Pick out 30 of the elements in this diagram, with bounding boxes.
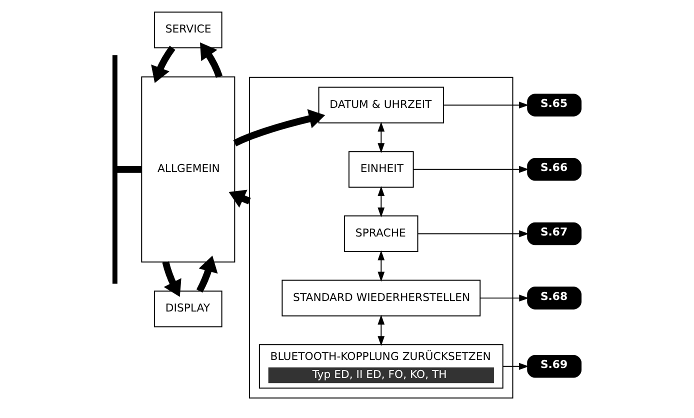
arrow [233,109,326,146]
node-box: SPRACHE [344,215,418,252]
node-box: EINHEIT [348,151,414,188]
node-bar [112,55,118,284]
node-box: ALLGEMEIN [141,76,236,262]
node-box: S.66 [527,158,582,181]
node-box: DISPLAY [154,290,222,328]
arrow [228,190,251,208]
node-box: S.67 [527,222,582,246]
arrow [443,102,529,109]
arrow [378,186,385,218]
arrow [162,261,182,297]
arrow [196,256,218,293]
cluster [249,76,514,398]
node-box: SERVICE [154,12,222,48]
arrow [200,42,223,78]
arrow [413,166,529,173]
arrow [480,294,530,302]
node-box: STANDARD WIEDERHERSTELLEN [282,280,481,316]
arrow [378,314,385,346]
node-box: DATUM & UHRZEIT [318,86,444,124]
connector [116,166,142,173]
arrow [418,230,530,238]
arrow [378,250,385,282]
node-box: S.68 [527,286,582,310]
arrow [502,362,529,370]
node-box: S.69 [527,354,582,378]
node-box: BLUETOOTH-KOPPLUNG ZURÜCKSETZEN Typ ED, II ED, FO, KO, TH [258,344,504,389]
arrow [378,122,385,154]
node-box: S.65 [527,94,582,116]
